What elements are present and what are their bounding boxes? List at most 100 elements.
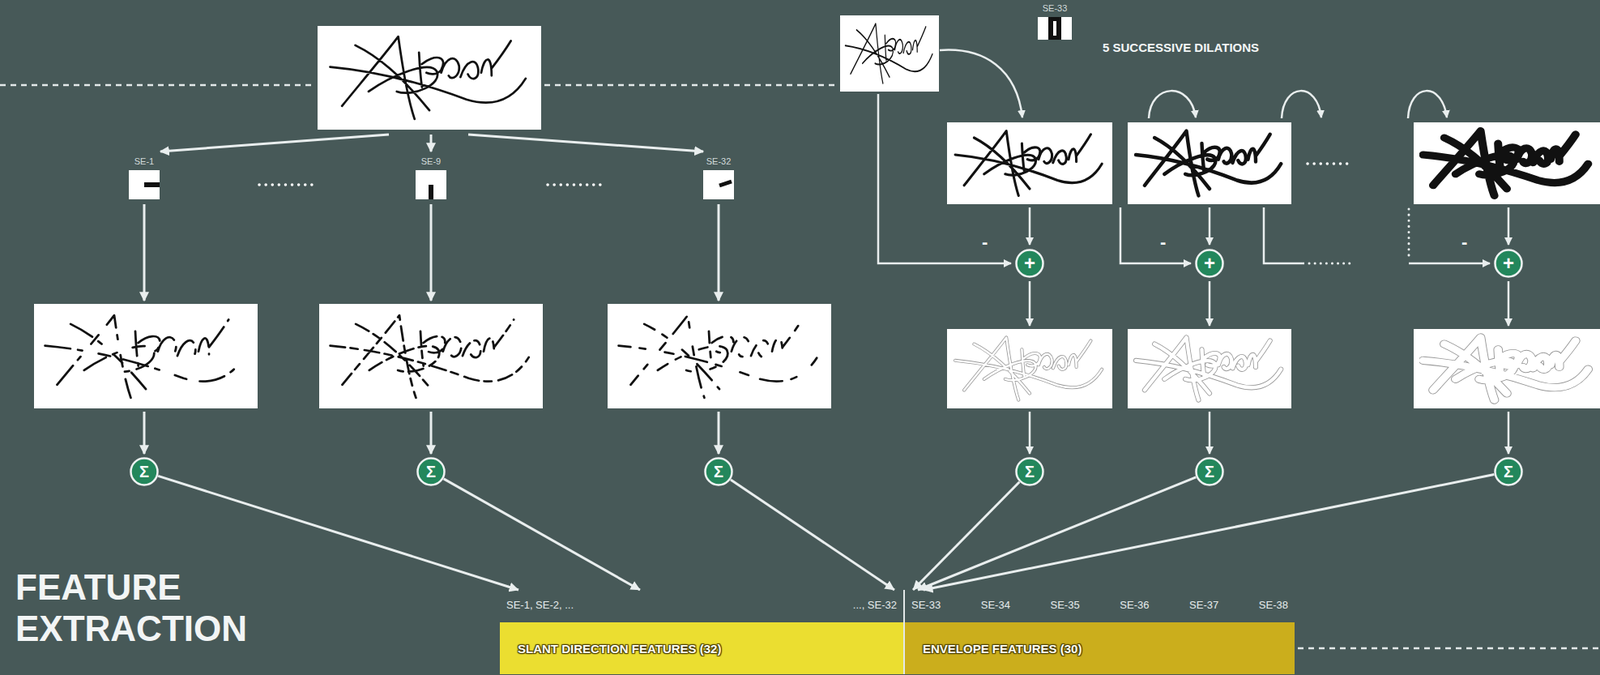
element-label: SE-33 bbox=[1031, 2, 1079, 14]
subtract-line bbox=[878, 93, 1012, 264]
element-shape bbox=[1037, 17, 1072, 40]
element-shape bbox=[415, 170, 447, 200]
minus-sign: - bbox=[1160, 231, 1166, 252]
index-label: SE-38 bbox=[1258, 597, 1289, 613]
circle-shape bbox=[1495, 250, 1523, 278]
circle-shape bbox=[418, 458, 445, 486]
filtered-image bbox=[618, 315, 818, 398]
envelope-image bbox=[1423, 337, 1589, 400]
structuring-element: SE-9 bbox=[407, 155, 455, 200]
band-fill: ENVELOPE FEATURES (30) bbox=[904, 622, 1295, 675]
subtract-line bbox=[1408, 262, 1490, 265]
dashed-line bbox=[0, 84, 315, 87]
dashed-line bbox=[544, 84, 837, 87]
element-box bbox=[703, 170, 734, 200]
dashed-flow bbox=[0, 85, 1600, 649]
circle-shape bbox=[1196, 250, 1224, 278]
band-title: ENVELOPE FEATURES (30) bbox=[922, 641, 1082, 656]
curved-arrow bbox=[1408, 90, 1447, 119]
element-bar bbox=[1048, 17, 1062, 40]
envelope-image bbox=[1135, 337, 1281, 400]
subtract-line bbox=[1120, 207, 1191, 264]
dilated-image bbox=[1135, 131, 1281, 197]
element-box bbox=[128, 170, 160, 200]
arrow-line bbox=[143, 204, 146, 301]
dilated-image bbox=[955, 131, 1102, 197]
element-label: SE-32 bbox=[695, 155, 743, 167]
element-box bbox=[1037, 17, 1072, 40]
arrow-line bbox=[143, 411, 146, 454]
arrow-line bbox=[160, 134, 389, 152]
index-label: SE-34 bbox=[981, 597, 1011, 613]
structuring-element: SE-1 bbox=[120, 155, 168, 200]
index-label: SE-35 bbox=[1050, 597, 1080, 613]
minus-sign: - bbox=[1461, 231, 1468, 252]
minus-sign: - bbox=[981, 231, 988, 252]
arrow-line bbox=[1028, 207, 1032, 245]
circle-shape bbox=[1495, 458, 1523, 486]
arrow-line bbox=[1507, 207, 1511, 245]
image-frame bbox=[1127, 122, 1292, 205]
operator-symbol: + bbox=[1502, 253, 1515, 274]
curved-arrow bbox=[939, 50, 1023, 118]
arrow-line bbox=[1208, 281, 1212, 326]
circle-shape bbox=[1016, 250, 1044, 278]
envelope-image bbox=[1423, 337, 1589, 400]
connector-arrow bbox=[730, 479, 895, 590]
operator-symbol: + bbox=[1203, 253, 1216, 274]
operator-symbol: Σ bbox=[426, 463, 436, 480]
arrow-line bbox=[1208, 411, 1212, 454]
circle-shape bbox=[1196, 458, 1224, 486]
operator-symbol: Σ bbox=[1204, 463, 1215, 480]
feature-band: SE-33SE-34SE-35SE-36SE-37SE-38ENVELOPE F… bbox=[903, 589, 1295, 675]
dot-row bbox=[1408, 209, 1411, 260]
signature-image bbox=[329, 36, 525, 120]
filtered-image bbox=[45, 315, 244, 398]
step-title: 5 SUCCESSIVE DILATIONS bbox=[1102, 40, 1259, 55]
image-frame bbox=[840, 15, 939, 92]
arrows bbox=[878, 50, 1509, 454]
arrow-line bbox=[430, 134, 433, 152]
arrow-line bbox=[468, 134, 704, 152]
operator-symbol: + bbox=[1024, 253, 1036, 274]
connector-arrow bbox=[157, 475, 519, 590]
operator-circle: + bbox=[1194, 248, 1225, 278]
image-frame bbox=[1413, 328, 1600, 409]
image-frame bbox=[319, 303, 543, 409]
operator-circle: Σ bbox=[1493, 456, 1524, 487]
image-frame bbox=[317, 25, 542, 130]
arrow-line bbox=[430, 411, 433, 454]
band-fill: SLANT DIRECTION FEATURES (32) bbox=[499, 622, 904, 675]
connector-arrow bbox=[917, 477, 1196, 590]
operator-circle: + bbox=[1015, 248, 1045, 278]
element-label: SE-1 bbox=[120, 155, 168, 167]
dot-row bbox=[547, 183, 603, 187]
index-label: SE-1, SE-2, ... bbox=[506, 597, 574, 613]
operator-circle: Σ bbox=[1194, 456, 1225, 487]
image-frame bbox=[607, 303, 832, 409]
arrow-line bbox=[717, 204, 721, 301]
operator-circle: Σ bbox=[1015, 456, 1045, 487]
index-row: SE-33SE-34SE-35SE-36SE-37SE-38 bbox=[904, 597, 1295, 613]
arrow-line bbox=[1507, 281, 1511, 326]
index-label: SE-36 bbox=[1119, 597, 1149, 613]
index-label: SE-37 bbox=[1189, 597, 1219, 613]
circle-shape bbox=[131, 458, 158, 486]
connector-arrow bbox=[443, 478, 640, 590]
arrow-line bbox=[1507, 411, 1511, 454]
operator-symbol: Σ bbox=[1503, 463, 1514, 480]
structuring-element: SE-33 bbox=[1031, 2, 1079, 40]
section-title: FEATURE EXTRACTION bbox=[15, 567, 291, 649]
image-frame bbox=[947, 122, 1113, 205]
structuring-element: SE-32 bbox=[695, 155, 743, 200]
dot-row bbox=[259, 183, 315, 187]
image-frame bbox=[1127, 328, 1292, 409]
operator-symbol: Σ bbox=[1024, 463, 1035, 480]
subtract-line bbox=[1263, 207, 1305, 264]
operator-symbol: Σ bbox=[139, 463, 150, 480]
circle-shape bbox=[1016, 458, 1044, 486]
index-label: ..., SE-32 bbox=[853, 597, 897, 613]
